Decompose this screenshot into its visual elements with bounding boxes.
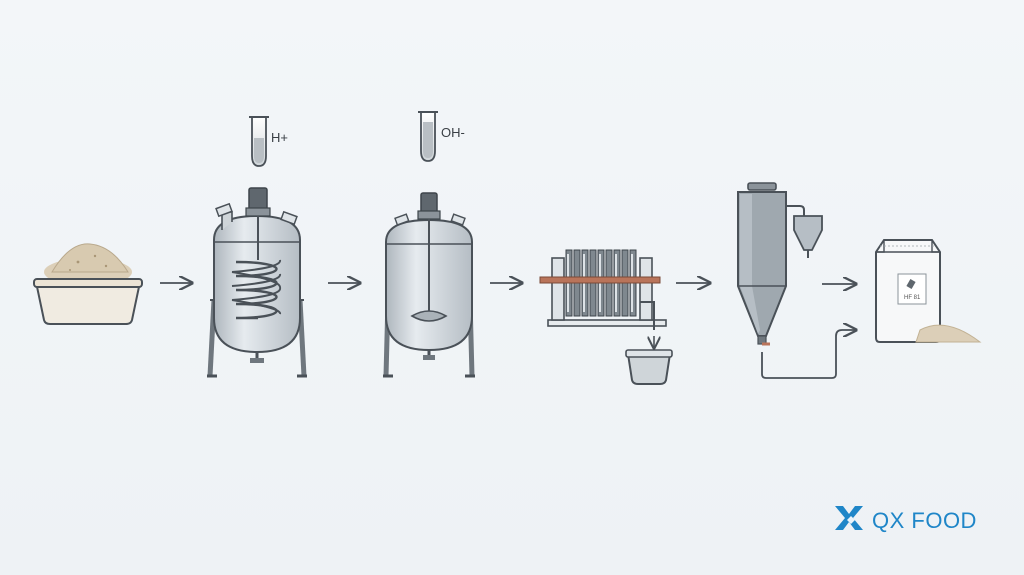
product-bag-icon xyxy=(875,239,982,343)
product-bag-label: HF 81 xyxy=(904,295,921,301)
filter-press-icon xyxy=(539,249,673,385)
hydrolysis-reactor-icon xyxy=(207,187,307,378)
base-tube-icon xyxy=(418,111,438,162)
brand-name: QX FOOD xyxy=(872,508,977,533)
raw-powder-bin-icon xyxy=(33,243,143,325)
spray-dryer-icon xyxy=(737,182,856,379)
base-label: OH- xyxy=(441,125,465,140)
neutralization-tank-icon xyxy=(383,192,475,378)
acid-label: H+ xyxy=(271,130,288,145)
brand-logo-icon xyxy=(835,506,863,530)
acid-tube-icon xyxy=(249,116,269,167)
